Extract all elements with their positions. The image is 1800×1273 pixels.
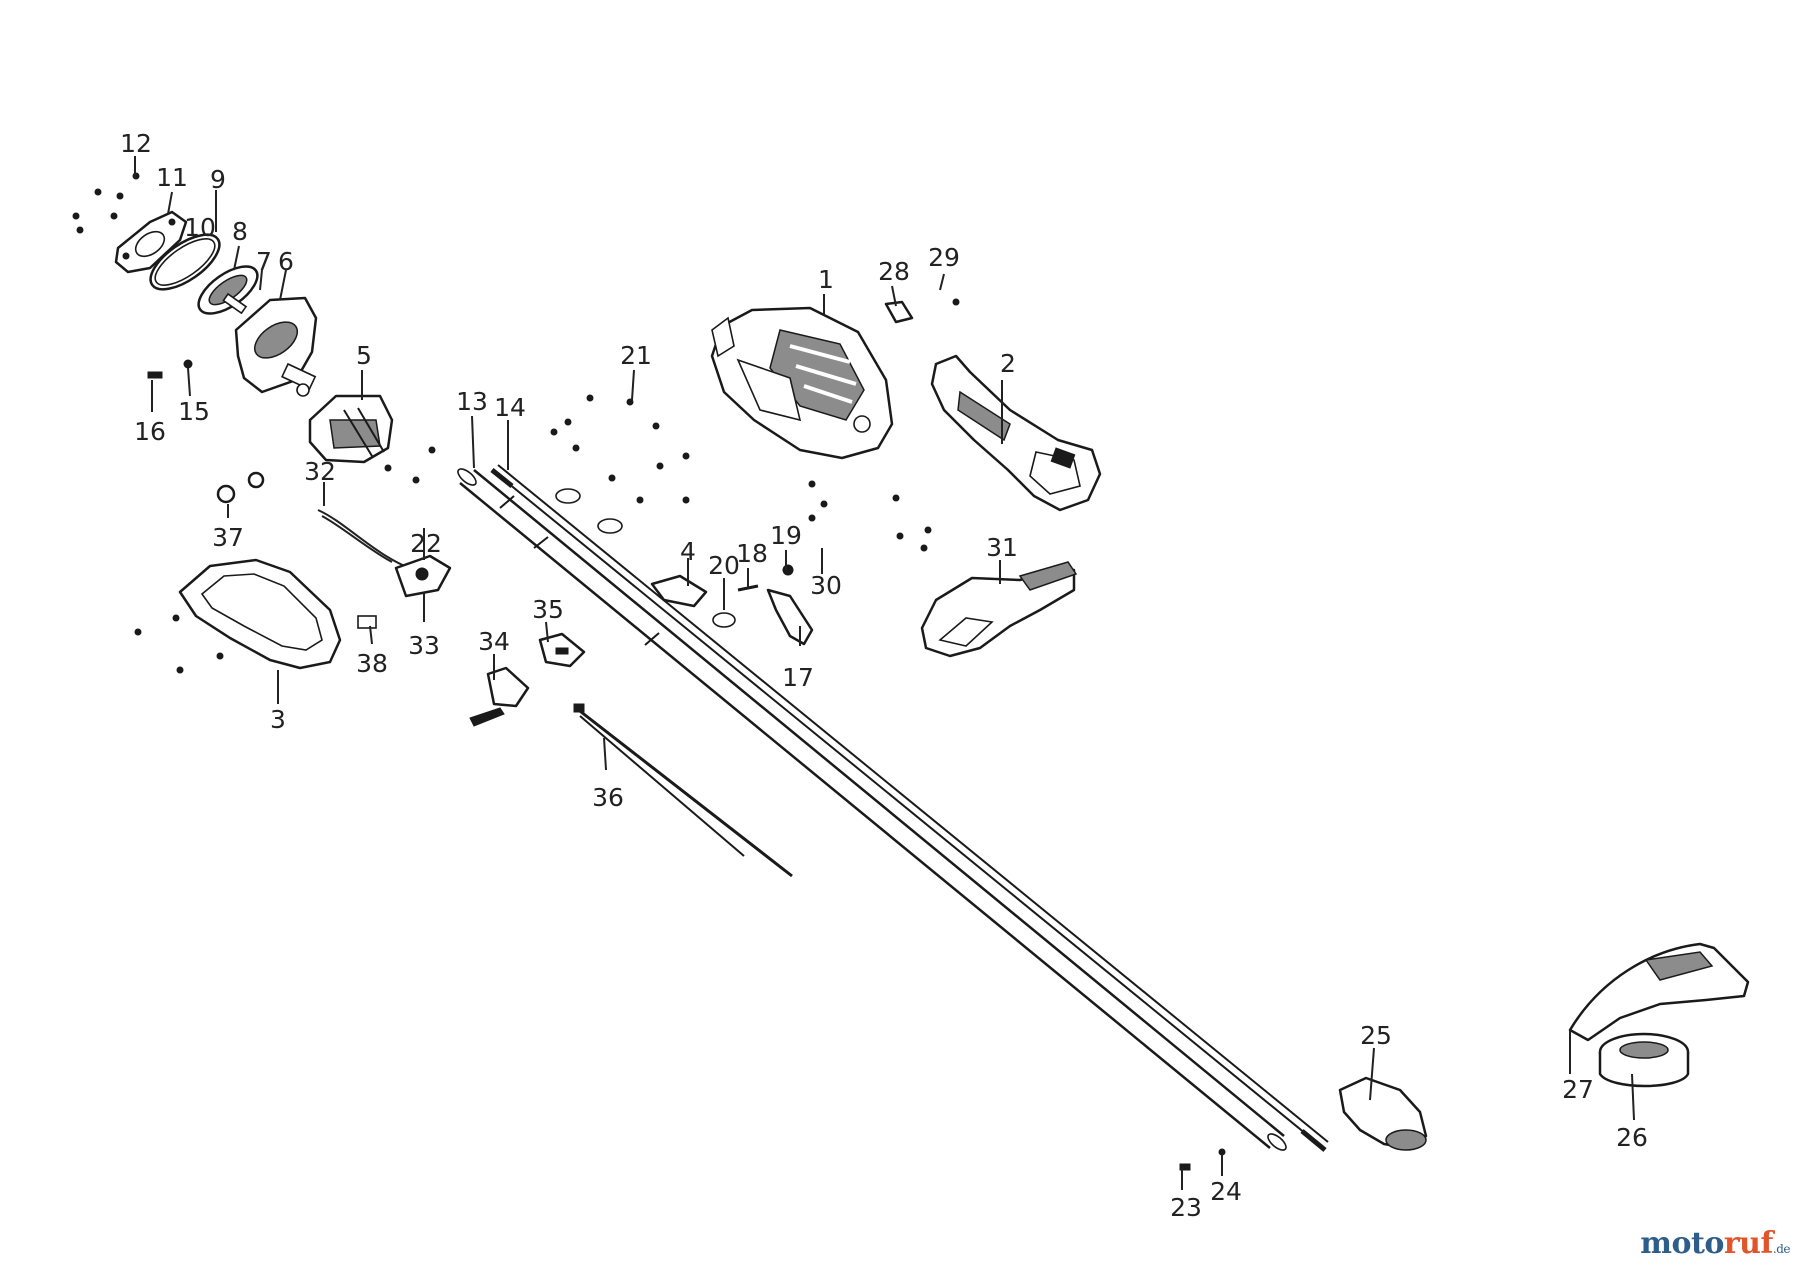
part-label-29: 29 (928, 243, 960, 272)
gear-head (1338, 1076, 1428, 1151)
part-label-11: 11 (156, 163, 188, 192)
screws-and-fasteners (72, 172, 1226, 1171)
part-label-4: 4 (680, 537, 696, 566)
part-label-5: 5 (356, 341, 372, 370)
part-label-35: 35 (532, 595, 564, 624)
part-label-31: 31 (986, 533, 1018, 562)
part-label-26: 26 (1616, 1123, 1648, 1152)
gear-wheel (197, 265, 259, 315)
part-label-22: 22 (410, 529, 442, 558)
trimmer-spool (1598, 1032, 1690, 1088)
part-label-10: 10 (184, 213, 216, 242)
part-label-17: 17 (782, 663, 814, 692)
main-housing (710, 306, 894, 460)
gear-housing (234, 296, 318, 397)
part-label-9: 9 (210, 165, 226, 194)
part-label-37: 37 (212, 523, 244, 552)
part-label-34: 34 (478, 627, 510, 656)
part-label-25: 25 (1360, 1021, 1392, 1050)
gasket (149, 233, 221, 291)
control-cable (573, 703, 793, 878)
part-label-24: 24 (1210, 1177, 1242, 1206)
cutting-guard (1568, 942, 1750, 1042)
part-label-20: 20 (708, 551, 740, 580)
part-label-15: 15 (178, 397, 210, 426)
part-label-32: 32 (304, 457, 336, 486)
part-label-30: 30 (810, 571, 842, 600)
part-label-18: 18 (736, 539, 768, 568)
part-label-19: 19 (770, 521, 802, 550)
logo-text-part1: moto (1640, 1226, 1724, 1261)
part-label-36: 36 (592, 783, 624, 812)
part-label-38: 38 (356, 649, 388, 678)
drive-shaft (490, 464, 1329, 1152)
motoruf-logo: motoruf.de (1640, 1226, 1790, 1261)
main-shaft (457, 468, 1287, 1151)
logo-text-part2: ruf (1723, 1226, 1774, 1261)
motor-head-cover (114, 210, 188, 274)
part-label-7: 7 (256, 247, 272, 276)
front-handle (920, 561, 1078, 658)
part-label-28: 28 (878, 257, 910, 286)
logo-tld: .de (1772, 1242, 1791, 1256)
leader-lines (134, 156, 1635, 1190)
part-label-6: 6 (278, 247, 294, 276)
part-label-16: 16 (134, 417, 166, 446)
part-label-12: 12 (120, 129, 152, 158)
part-label-14: 14 (494, 393, 526, 422)
part-label-2: 2 (1000, 349, 1016, 378)
part-label-33: 33 (408, 631, 440, 660)
part-label-3: 3 (270, 705, 286, 734)
loop-handle (178, 558, 342, 670)
part-label-23: 23 (1170, 1193, 1202, 1222)
part-label-27: 27 (1562, 1075, 1594, 1104)
switch-assembly (469, 632, 586, 727)
part-label-1: 1 (818, 265, 834, 294)
part-label-21: 21 (620, 341, 652, 370)
motor (308, 394, 394, 464)
part-label-13: 13 (456, 387, 488, 416)
part-label-8: 8 (232, 217, 248, 246)
part-labels: 12 11 9 10 8 7 6 5 16 15 13 14 21 1 28 2… (120, 129, 1648, 1222)
rear-handle (930, 354, 1102, 512)
